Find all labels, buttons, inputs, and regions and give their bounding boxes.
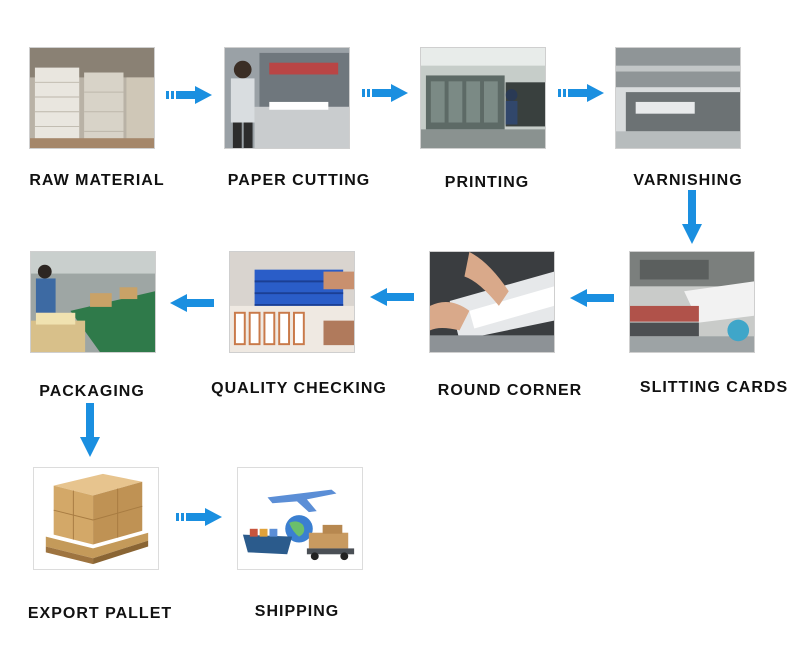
- slitting-cards-photo: [629, 251, 755, 353]
- round-corner-photo: [429, 251, 555, 353]
- arrow-left-1: [570, 289, 614, 307]
- round-corner-label: ROUND CORNER: [437, 382, 583, 399]
- varnishing-label: VARNISHING: [633, 172, 743, 189]
- printing-label: PRINTING: [444, 174, 530, 191]
- arrow-right-4: [176, 508, 222, 526]
- export-pallet-label: EXPORT PALLET: [27, 605, 173, 622]
- slitting-cards-label: SLITTING CARDS: [639, 379, 789, 396]
- shipping-photo: [237, 467, 363, 570]
- packaging-label: PACKAGING: [39, 383, 145, 400]
- shipping-label: SHIPPING: [254, 603, 340, 620]
- quality-checking-photo: [229, 251, 355, 353]
- paper-cutting-photo: [224, 47, 350, 149]
- arrow-down-1: [682, 190, 702, 244]
- quality-checking-label: QUALITY CHECKING: [211, 380, 387, 397]
- arrow-right-2: [362, 84, 408, 102]
- packaging-photo: [30, 251, 156, 353]
- arrow-right-3: [558, 84, 604, 102]
- arrow-down-2: [80, 403, 100, 457]
- raw-material-photo: [29, 47, 155, 149]
- export-pallet-photo: [33, 467, 159, 570]
- varnishing-photo: [615, 47, 741, 149]
- raw-material-label: RAW MATERIAL: [29, 172, 165, 189]
- arrow-left-2: [370, 288, 414, 306]
- arrow-right-1: [166, 86, 212, 104]
- paper-cutting-label: PAPER CUTTING: [227, 172, 371, 189]
- arrow-left-3: [170, 294, 214, 312]
- printing-photo: [420, 47, 546, 149]
